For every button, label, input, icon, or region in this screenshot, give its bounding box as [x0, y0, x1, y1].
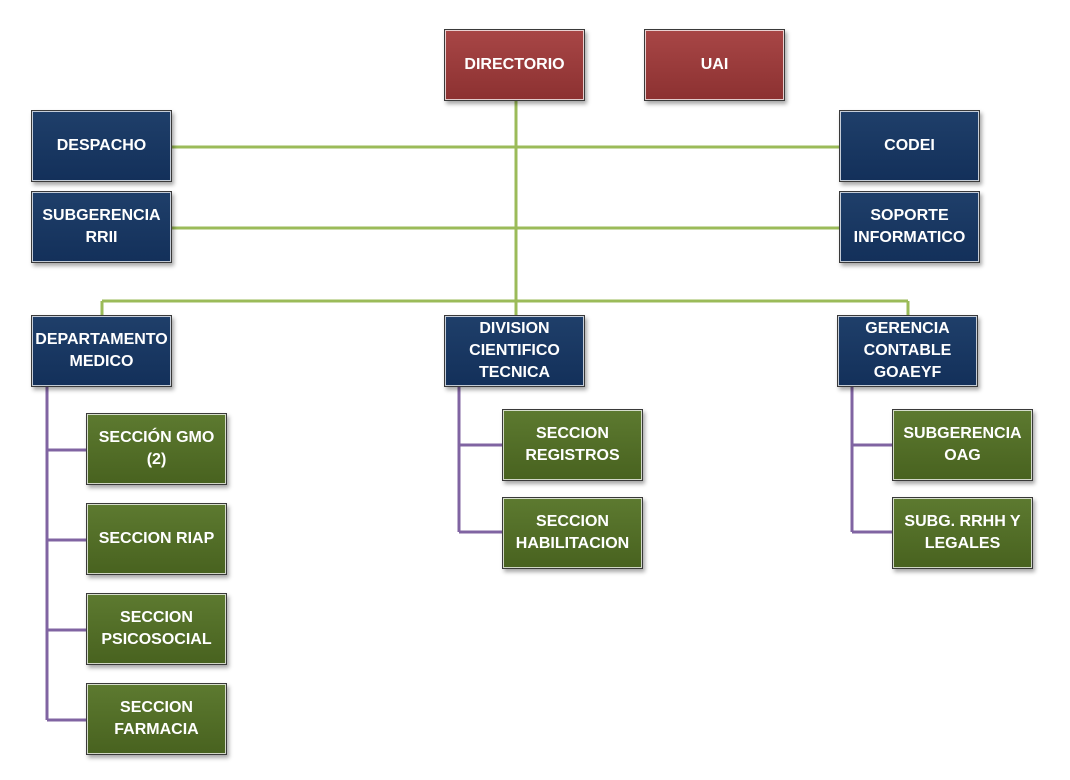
box-soporte-informatico[interactable]: SOPORTE INFORMATICO	[839, 191, 980, 263]
box-gerencia-contable[interactable]: GERENCIA CONTABLE GOAEYF	[837, 315, 978, 387]
box-seccion-farmacia-label: SECCION FARMACIA	[114, 699, 199, 738]
box-departamento-medico[interactable]: DEPARTAMENTO MEDICO	[31, 315, 172, 387]
box-departamento-medico-label: DEPARTAMENTO MEDICO	[35, 331, 168, 370]
box-seccion-habilitacion[interactable]: SECCION HABILITACION	[502, 497, 643, 569]
box-division-cientifico-tecnica-label: DIVISION CIENTIFICO TECNICA	[469, 320, 560, 381]
box-directorio-label: DIRECTORIO	[464, 56, 565, 73]
box-subgerencia-rrii-label: SUBGERENCIA RRII	[42, 207, 161, 246]
box-codei-label: CODEI	[884, 137, 935, 154]
box-seccion-psicosocial[interactable]: SECCION PSICOSOCIAL	[86, 593, 227, 665]
box-division-cientifico-tecnica[interactable]: DIVISION CIENTIFICO TECNICA	[444, 315, 585, 387]
box-subgerencia-oag-label: SUBGERENCIA OAG	[903, 425, 1022, 464]
box-seccion-registros[interactable]: SECCION REGISTROS	[502, 409, 643, 481]
box-seccion-registros-label: SECCION REGISTROS	[525, 425, 620, 464]
box-uai[interactable]: UAI	[644, 29, 785, 101]
box-gerencia-contable-label: GERENCIA CONTABLE GOAEYF	[863, 320, 952, 381]
box-seccion-psicosocial-label: SECCION PSICOSOCIAL	[101, 609, 212, 648]
box-seccion-habilitacion-label: SECCION HABILITACION	[515, 513, 630, 552]
box-despacho[interactable]: DESPACHO	[31, 110, 172, 182]
box-seccion-gmo-label: SECCIÓN GMO (2)	[98, 429, 215, 468]
box-uai-label: UAI	[700, 56, 729, 73]
box-seccion-gmo[interactable]: SECCIÓN GMO (2)	[86, 413, 227, 485]
box-subg-rrhh-legales[interactable]: SUBG. RRHH Y LEGALES	[892, 497, 1033, 569]
box-subgerencia-oag[interactable]: SUBGERENCIA OAG	[892, 409, 1033, 481]
box-subgerencia-rrii[interactable]: SUBGERENCIA RRII	[31, 191, 172, 263]
box-directorio[interactable]: DIRECTORIO	[444, 29, 585, 101]
box-despacho-label: DESPACHO	[56, 137, 147, 154]
box-codei[interactable]: CODEI	[839, 110, 980, 182]
box-seccion-farmacia[interactable]: SECCION FARMACIA	[86, 683, 227, 755]
box-soporte-informatico-label: SOPORTE INFORMATICO	[853, 207, 966, 246]
box-subg-rrhh-legales-label: SUBG. RRHH Y LEGALES	[904, 513, 1021, 552]
box-seccion-riap[interactable]: SECCION RIAP	[86, 503, 227, 575]
box-seccion-riap-label: SECCION RIAP	[98, 530, 215, 547]
